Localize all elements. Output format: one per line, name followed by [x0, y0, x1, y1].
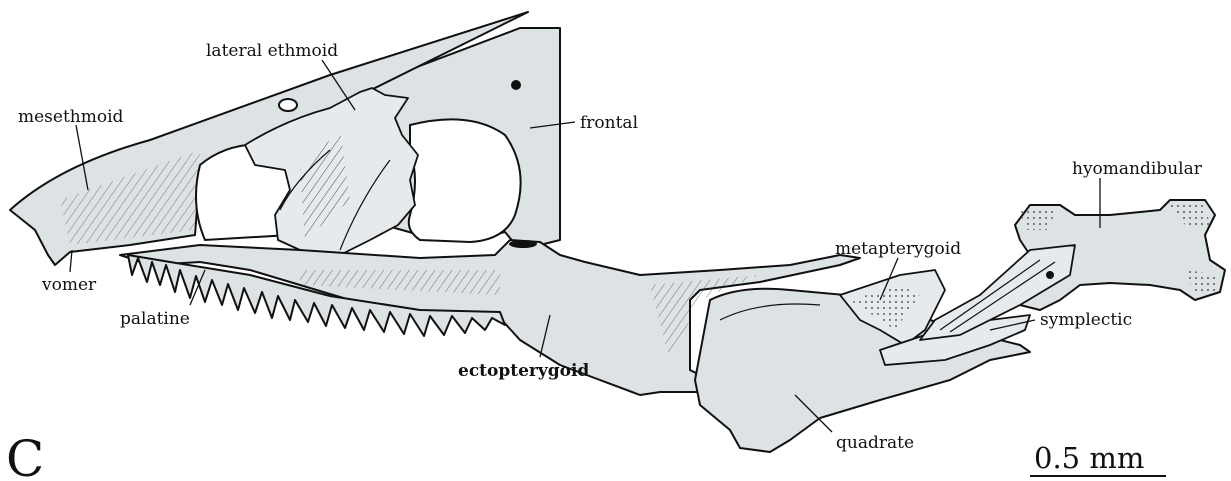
label-hyomandibular: hyomandibular — [1072, 159, 1203, 179]
mesethmoid-foramen — [279, 99, 297, 111]
label-ectopterygoid: ectopterygoid — [458, 361, 589, 381]
orbit-opening-right — [409, 119, 521, 242]
label-palatine: palatine — [120, 309, 190, 329]
scale-bar-label: 0.5 mm — [1034, 441, 1144, 475]
label-mesethmoid: mesethmoid — [18, 107, 124, 127]
label-symplectic: symplectic — [1040, 310, 1132, 330]
foramen-dot — [1046, 271, 1054, 279]
leader-vomer — [70, 250, 72, 272]
label-metapterygoid: metapterygoid — [835, 239, 961, 259]
label-vomer: vomer — [41, 275, 97, 295]
panel-letter: C — [6, 430, 44, 481]
label-quadrate: quadrate — [836, 433, 914, 453]
label-lateral-ethmoid: lateral ethmoid — [206, 41, 338, 61]
frontal-foramen — [511, 80, 521, 90]
frontal-notch — [509, 240, 537, 248]
label-frontal: frontal — [580, 113, 638, 133]
